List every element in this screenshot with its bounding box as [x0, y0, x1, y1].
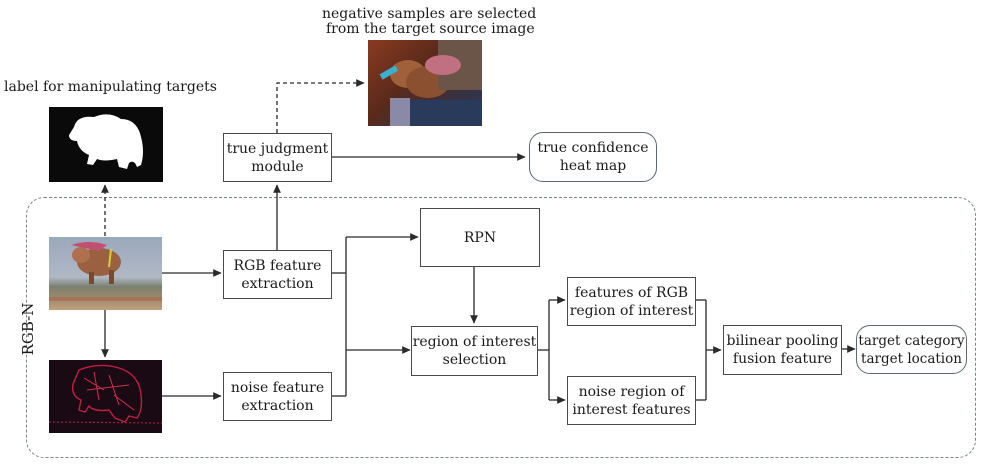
- caption-label-targets: label for manipulating targets: [4, 79, 217, 95]
- negative-sample-image: [368, 40, 482, 126]
- rgb-input-image: [49, 237, 162, 310]
- noise-input-image: [49, 360, 162, 433]
- edge-judgment-to-negative: [276, 79, 365, 133]
- caption-negative-samples-2: from the target source image: [326, 21, 535, 37]
- rgb-n-region: [26, 197, 976, 458]
- caption-negative-samples-1: negative samples are selected: [322, 6, 537, 22]
- mask-image: [49, 107, 163, 182]
- rpn-box: RPN: [420, 208, 540, 267]
